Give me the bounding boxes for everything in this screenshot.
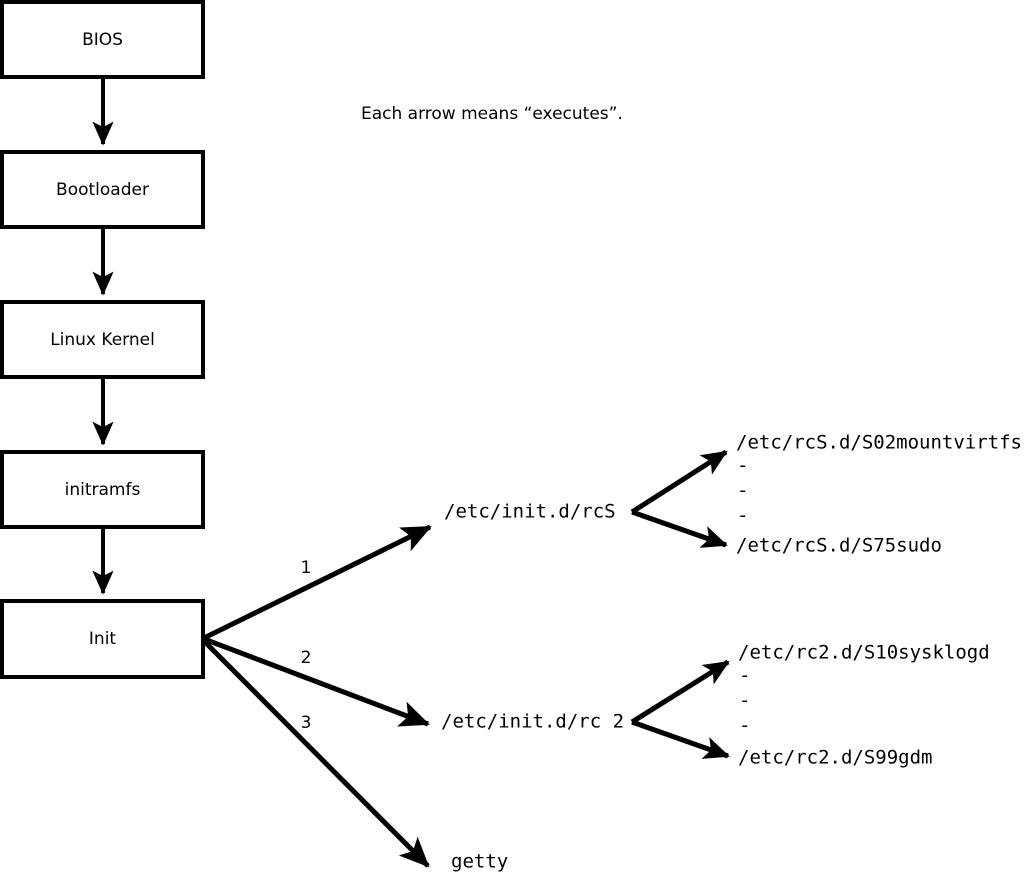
rcs-script-first: /etc/rcS.d/S02mountvirtfs [736, 432, 1022, 454]
rc2-script-first: /etc/rc2.d/S10sysklogd [738, 642, 990, 664]
branch-target-rcs: /etc/init.d/rcS [444, 501, 616, 523]
stage-box-bootloader-label: Bootloader [56, 180, 149, 200]
rcs-ellipsis-dash-2: - [737, 480, 748, 502]
stage-box-bios-rect [0, 0, 205, 79]
edge-number-2: 2 [301, 648, 312, 668]
stage-box-bios-label: BIOS [82, 30, 123, 50]
branch-target-rc2: /etc/init.d/rc 2 [441, 711, 624, 733]
arrow-rcs-to-first-script [630, 449, 728, 515]
rcs-ellipsis-dash-1: - [737, 455, 748, 477]
rc2-ellipsis-dash-2: - [739, 690, 750, 712]
arrow-init-to-getty [202, 639, 430, 868]
stage-box-init: Init [0, 599, 205, 679]
stage-box-initramfs: initramfs [0, 450, 205, 529]
rcs-ellipsis-dash-3: - [737, 505, 748, 527]
arrow-rcs-to-last-script [631, 509, 728, 548]
stage-box-bios: BIOS [0, 0, 205, 79]
diagram-caption: Each arrow means “executes”. [361, 104, 623, 124]
rc2-ellipsis-dash-3: - [739, 715, 750, 737]
arrow-rc2-to-last-script [631, 719, 730, 759]
stage-box-initramfs-rect [0, 450, 205, 529]
arrow-init-to-rcs [202, 524, 432, 641]
stage-box-initramfs-label: initramfs [65, 480, 141, 500]
stage-box-bootloader: Bootloader [0, 150, 205, 229]
rc2-script-last: /etc/rc2.d/S99gdm [738, 747, 932, 769]
edge-number-1: 1 [301, 558, 312, 578]
edge-number-3: 3 [301, 713, 312, 733]
rc2-ellipsis-dash-1: - [739, 665, 750, 687]
branch-target-getty: getty [451, 851, 508, 873]
rcs-script-last: /etc/rcS.d/S75sudo [736, 535, 942, 557]
stage-box-linux-kernel: Linux Kernel [0, 300, 205, 379]
stage-box-init-rect [0, 599, 205, 679]
stage-box-linux-kernel-label: Linux Kernel [50, 330, 155, 350]
arrow-init-to-rc2 [203, 636, 430, 727]
stage-box-init-label: Init [89, 629, 117, 649]
arrow-rc2-to-first-script [630, 659, 730, 725]
